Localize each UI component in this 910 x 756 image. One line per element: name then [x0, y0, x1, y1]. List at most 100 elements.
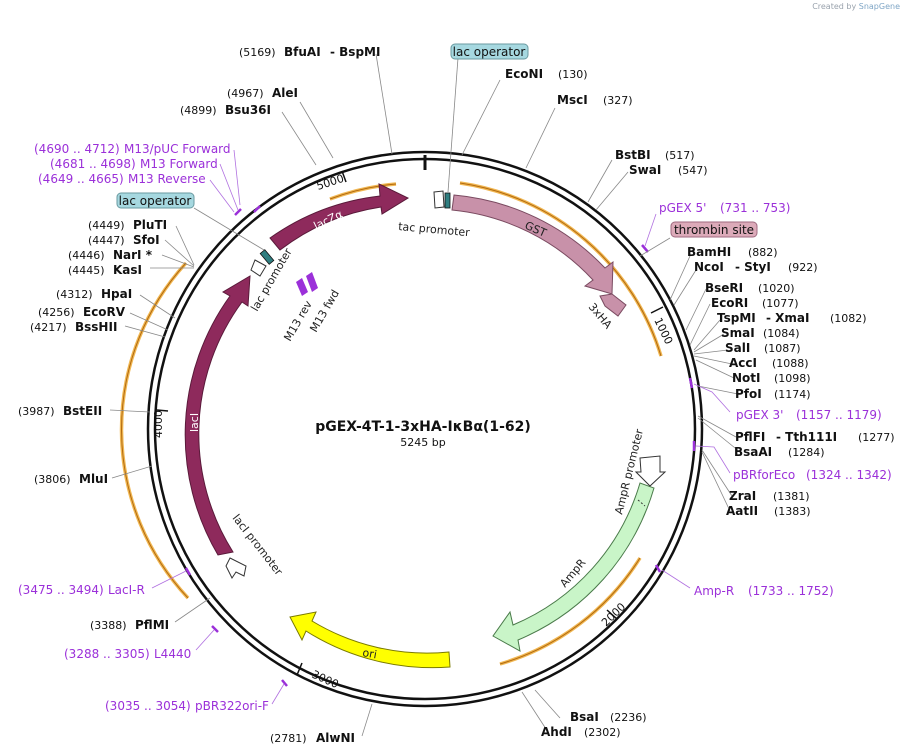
site-smai-name: SmaI [721, 326, 755, 340]
site-pluti-name: PluTI [133, 218, 167, 232]
primer-pbr322-name: pBR322ori-F [195, 699, 269, 713]
backbone-outer-ring [146, 150, 704, 708]
site-bsteii-pos: (3987) [18, 405, 55, 418]
primer-marks [184, 205, 696, 687]
ampr-feature-arrow [492, 482, 655, 652]
site-beri-pos: (1020) [758, 282, 795, 295]
primer-m13puc-name: M13/pUC Forward [124, 142, 231, 156]
site-noti-pos: (1098) [774, 372, 811, 385]
site-msci-pos: (327) [603, 94, 633, 107]
scale-ticks [156, 170, 664, 676]
site-mlui-name: MluI [79, 472, 108, 486]
site-nari-pos: (4446) [68, 249, 105, 262]
site-ncoi-name: NcoI [694, 260, 724, 274]
box-leaders [193, 57, 671, 257]
site-bfuai-name: BfuAI [284, 45, 321, 59]
snapgene-credit: Created by SnapGene [812, 2, 900, 11]
site-bfuai-suffix: - BspMI [330, 45, 380, 59]
tac-lac-operator-mark [444, 192, 451, 209]
site-pluti-pos: (4449) [88, 219, 125, 232]
primer-ampr-name: Amp-R [694, 584, 734, 598]
site-bstbi-pos: (517) [665, 149, 695, 162]
primer-pgex5-range: (731 .. 753) [720, 201, 790, 215]
site-tspmi-suffix: - XmaI [766, 311, 809, 325]
site-pflmi-pos: (3388) [90, 619, 127, 632]
site-acci-pos: (1088) [772, 357, 809, 370]
site-bamhi-name: BamHI [687, 245, 731, 259]
site-sali-pos: (1087) [764, 342, 801, 355]
tac-promoter-arrow [433, 190, 445, 209]
right-site-labels: EcoNI (130) MscI (327) BstBI (517) SwaI … [505, 67, 895, 739]
ampr-dotted-mark [637, 499, 646, 507]
site-tspmi-name: TspMI [717, 311, 756, 325]
site-swai-name: SwaI [629, 163, 661, 177]
site-ahdi-name: AhdI [541, 725, 572, 739]
site-econi-name: EcoNI [505, 67, 543, 81]
site-bsai-pos: (2236) [610, 711, 647, 724]
site-alei-pos: (4967) [227, 87, 264, 100]
site-bstbi-name: BstBI [615, 148, 651, 162]
site-ncoi-suffix: - StyI [735, 260, 771, 274]
lac-operator-box-left [116, 192, 195, 209]
site-pflmi-name: PflMI [135, 618, 169, 632]
site-pfoi-pos: (1174) [774, 388, 811, 401]
plasmid-size: 5245 bp [400, 436, 445, 449]
site-bsteii-name: BstEII [63, 404, 102, 418]
tac-promoter-label: tac promoter [398, 220, 471, 239]
site-zrai-pos: (1381) [773, 490, 810, 503]
site-bfuai-pos: (5169) [239, 46, 276, 59]
site-pflfi-suffix: - Tth111I [776, 430, 837, 444]
site-hpai-pos: (4312) [56, 288, 93, 301]
site-swai-pos: (547) [678, 164, 708, 177]
primer-pbr322-range: (3035 .. 3054) [105, 699, 191, 713]
tick-label-4000: 4000 [152, 410, 165, 438]
site-tspmi-pos: (1082) [830, 312, 867, 325]
primer-pgex3-range: (1157 .. 1179) [796, 408, 882, 422]
primer-lacir-name: LacI-R [108, 583, 145, 597]
ori-feature-arrow [289, 611, 451, 669]
primer-leaders [151, 149, 731, 705]
primer-m13rev-name: M13 Reverse [128, 172, 206, 186]
site-bsshii-pos: (4217) [30, 321, 67, 334]
site-zrai-name: ZraI [729, 489, 756, 503]
tick-label-5000: 5000 [315, 172, 346, 193]
m13-rev-arrow [296, 278, 308, 296]
primer-m13rev-range: (4649 .. 4665) [38, 172, 124, 186]
site-mlui-pos: (3806) [34, 473, 71, 486]
site-beri-name: BseRI [705, 281, 743, 295]
site-ahdi-pos: (2302) [584, 726, 621, 739]
ori-label: ori [361, 646, 377, 661]
site-sfoi-name: SfoI [133, 233, 160, 247]
site-smai-pos: (1084) [763, 327, 800, 340]
thrombin-site-box [670, 221, 758, 238]
site-ncoi-pos: (922) [788, 261, 818, 274]
lac-operator-left-text: lac operator [119, 194, 192, 208]
plasmid-name: pGEX-4T-1-3xHA-IκBα(1-62) [315, 419, 531, 435]
site-aatii-name: AatII [726, 504, 758, 518]
site-ecorv-name: EcoRV [83, 305, 126, 319]
primer-labels: (4690 .. 4712) M13/pUC Forward (4681 .. … [18, 142, 892, 713]
lac-operator-mark [259, 249, 275, 265]
site-alei-name: AleI [272, 86, 298, 100]
laci-promoter-arrow [225, 557, 247, 579]
primer-l4440-name: L4440 [154, 647, 191, 661]
site-econi-pos: (130) [558, 68, 588, 81]
primer-l4440-range: (3288 .. 3305) [64, 647, 150, 661]
primer-m13fwd-name: M13 Forward [140, 157, 218, 171]
site-alwni-name: AlwNI [316, 731, 355, 745]
site-aatii-pos: (1383) [774, 505, 811, 518]
site-sfoi-pos: (4447) [88, 234, 125, 247]
site-alwni-pos: (2781) [270, 732, 307, 745]
primer-pbrforeco-name: pBRforEco [733, 468, 795, 482]
site-bsaai-pos: (1284) [788, 446, 825, 459]
site-pfoi-name: PfoI [735, 387, 762, 401]
credit-brand: SnapGene [858, 2, 900, 11]
site-kasi-pos: (4445) [68, 264, 105, 277]
lac-promoter-label: lac promoter [248, 246, 295, 314]
site-hpai-name: HpaI [101, 287, 132, 301]
3xha-feature-arrow [599, 293, 627, 317]
primer-pgex5-name: pGEX 5' [659, 201, 706, 215]
primer-ampr-range: (1733 .. 1752) [748, 584, 834, 598]
m13-fwd-label: M13 fwd [307, 288, 342, 335]
